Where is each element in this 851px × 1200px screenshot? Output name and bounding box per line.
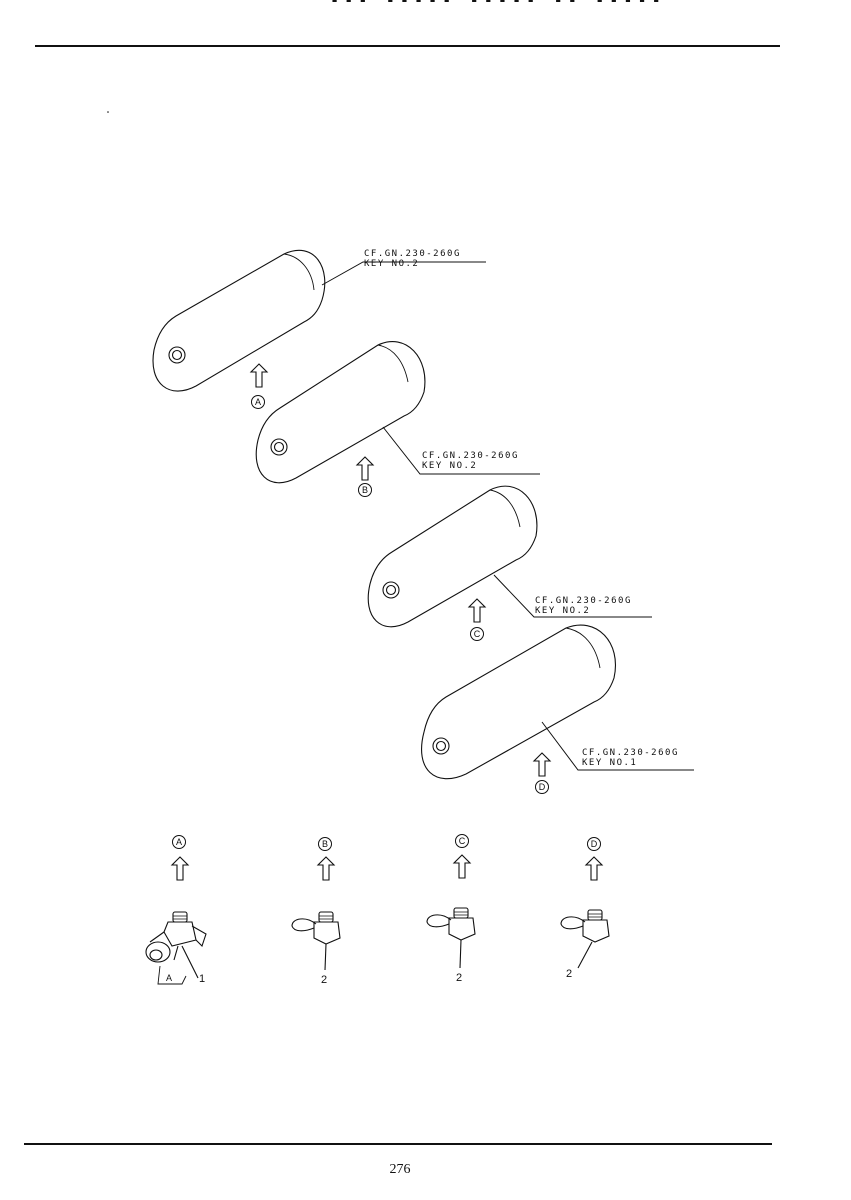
detail-a-part-number: 1 <box>199 973 206 985</box>
bottom-rule <box>24 1143 772 1145</box>
fitting-d <box>560 909 610 969</box>
tank-d <box>421 624 694 780</box>
arrow-up-icon <box>584 856 604 881</box>
tank-c-callout: CF.GN.230-260G KEY NO.2 <box>535 596 632 616</box>
arrow-up-icon <box>316 856 336 881</box>
tank-a <box>152 249 486 392</box>
valve-assembly-a <box>145 911 207 985</box>
speck <box>107 111 109 113</box>
detail-d-part-number: 2 <box>566 968 573 980</box>
arrow-up-icon <box>467 598 487 623</box>
tank-a-callout-key: KEY NO.2 <box>364 259 420 269</box>
fitting-b <box>291 911 341 971</box>
arrow-up-icon <box>355 456 375 481</box>
header-title: ... ..... ..... .. ..... <box>330 0 666 8</box>
tank-d-callout-key: KEY NO.1 <box>582 758 638 768</box>
tank-c-callout-part: CF.GN.230-260G <box>535 596 632 606</box>
view-marker-a: A <box>251 395 265 409</box>
view-marker-c: C <box>470 627 484 641</box>
tank-a-callout: CF.GN.230-260G KEY NO.2 <box>364 249 461 269</box>
arrow-up-icon <box>452 854 472 879</box>
detail-marker-c: C <box>455 834 469 848</box>
detail-marker-b: B <box>318 837 332 851</box>
top-rule <box>35 45 780 47</box>
page-number: 276 <box>389 1162 411 1177</box>
tank-c <box>367 485 652 628</box>
view-marker-b: B <box>358 483 372 497</box>
tank-c-callout-key: KEY NO.2 <box>535 606 591 616</box>
tank-b-callout-key: KEY NO.2 <box>422 461 478 471</box>
tank-d-callout-part: CF.GN.230-260G <box>582 748 679 758</box>
detail-marker-d: D <box>587 837 601 851</box>
tank-b-callout-part: CF.GN.230-260G <box>422 451 519 461</box>
detail-b-part-number: 2 <box>321 974 328 986</box>
fitting-c <box>426 907 476 969</box>
tank-b <box>255 341 540 484</box>
arrow-up-icon <box>170 856 190 881</box>
detail-c-part-number: 2 <box>456 972 463 984</box>
tank-d-callout: CF.GN.230-260G KEY NO.1 <box>582 748 679 768</box>
arrow-up-icon <box>532 752 552 777</box>
arrow-up-icon <box>249 363 269 388</box>
detail-marker-a: A <box>172 835 186 849</box>
detail-a-sublabel: A <box>166 973 173 983</box>
view-marker-d: D <box>535 780 549 794</box>
tank-a-callout-part: CF.GN.230-260G <box>364 249 461 259</box>
tank-b-callout: CF.GN.230-260G KEY NO.2 <box>422 451 519 471</box>
